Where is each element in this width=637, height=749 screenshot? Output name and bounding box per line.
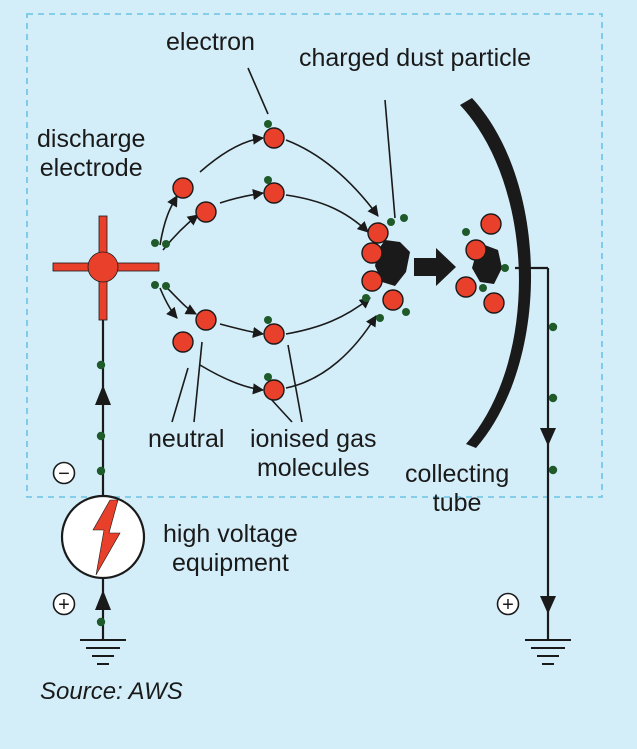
label-neutral: neutral [148,425,225,453]
dashed-boundary [26,13,603,498]
free-electrons [151,120,509,381]
plus-symbol-right: + [496,592,520,616]
svg-text:+: + [58,594,70,616]
down-arrow-upper [540,428,556,446]
source-caption: Source: AWS [40,678,183,705]
collecting-tube [460,98,532,448]
label-discharge-line1: discharge [37,125,146,153]
gas-molecules [172,127,505,401]
label-high-voltage-equipment: high voltage equipment [163,520,298,578]
minus-symbol: − [52,461,76,485]
label-collecting-line2: tube [432,489,482,517]
up-arrow-lower [95,590,111,610]
label-ionised-gas-molecules: ionised gas molecules [250,425,376,483]
flow-paths [159,133,379,395]
dust-particle-left [375,240,410,286]
label-ionised-line2: molecules [256,454,370,482]
label-electron: electron [166,28,255,56]
svg-text:−: − [58,463,70,485]
svg-text:+: + [502,594,514,616]
label-hv-line1: high voltage [163,520,298,548]
discharge-electrode [52,215,160,321]
label-hv-line2: equipment [172,549,289,577]
label-collecting-line1: collecting [405,460,510,488]
leader-lines [171,67,396,423]
plus-symbol-left: + [52,592,76,616]
down-arrow-lower [540,596,556,614]
up-arrow-upper [95,385,111,405]
transfer-arrow [414,248,456,286]
wire-electrons [96,322,558,627]
label-collecting-tube: collecting tube [405,460,509,518]
label-discharge-electrode: discharge electrode [37,125,145,183]
label-discharge-line2: electrode [39,154,143,182]
label-ionised-line1: ionised gas [250,425,377,453]
left-ground-icon [80,639,126,665]
label-charged-dust-particle: charged dust particle [299,44,532,72]
lightning-bolt-icon [92,499,121,576]
right-ground-icon [525,639,571,665]
